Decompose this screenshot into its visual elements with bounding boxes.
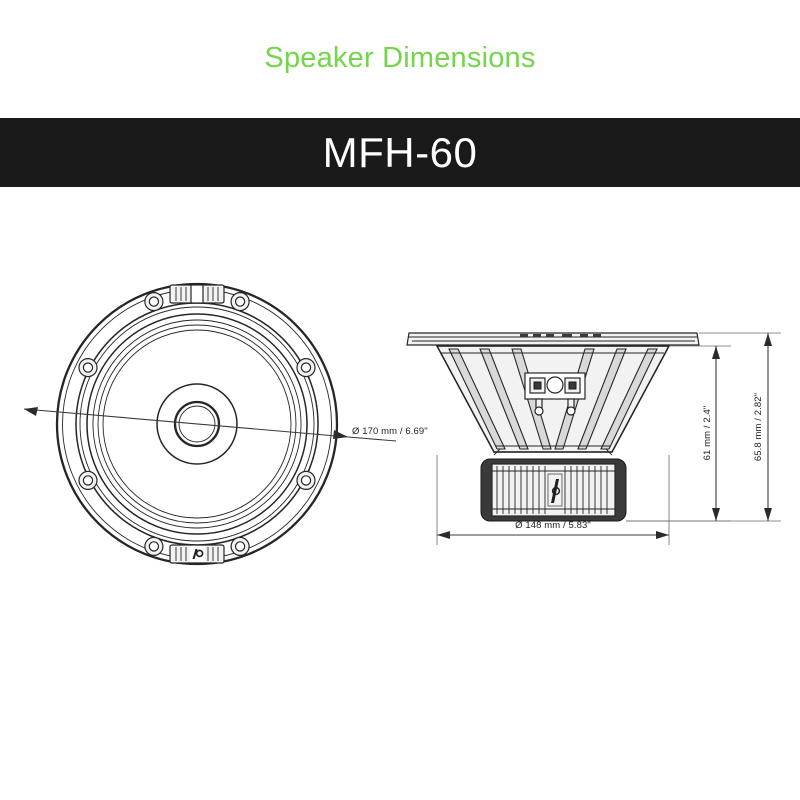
side-width-label: Ø 148 mm / 5.83"	[515, 520, 591, 531]
side-view: Ø 148 mm / 5.83" 61 mm / 2.4"	[406, 332, 781, 545]
front-mounting-holes	[78, 291, 316, 556]
brand-logo-front-icon	[190, 546, 205, 562]
front-diameter-label: Ø 170 mm / 6.69"	[352, 426, 428, 437]
side-height-outer-label: 65.8 mm / 2.82"	[753, 393, 764, 461]
side-terminal-block	[524, 372, 586, 416]
technical-drawing: Ø 170 mm / 6.69"	[0, 187, 800, 800]
side-magnet-assembly	[480, 448, 627, 522]
mounting-hole	[230, 536, 250, 556]
side-height-inner-label: 61 mm / 2.4"	[702, 406, 713, 461]
brand-logo-magnet-icon	[547, 473, 563, 507]
model-banner: MFH-60	[0, 118, 800, 187]
side-top-flange	[406, 332, 700, 346]
front-ribbed-tab-top	[169, 284, 225, 304]
mounting-hole	[144, 536, 164, 556]
mounting-hole	[230, 291, 250, 312]
front-diameter-leader	[23, 407, 397, 442]
side-height-outer-dimension: 65.8 mm / 2.82"	[626, 332, 781, 522]
front-cone-rings	[86, 313, 308, 535]
page-title: Speaker Dimensions	[264, 42, 536, 74]
front-ribbed-tab-bottom	[169, 544, 225, 564]
model-name: MFH-60	[322, 128, 478, 176]
side-width-dimension: Ø 148 mm / 5.83"	[436, 455, 670, 545]
mounting-hole	[78, 470, 98, 490]
mounting-hole	[296, 358, 316, 378]
mounting-hole	[78, 358, 98, 378]
mounting-hole	[296, 470, 316, 490]
front-dust-cap	[156, 383, 238, 465]
mounting-hole	[144, 291, 164, 312]
magnet-fins	[496, 466, 608, 514]
front-view: Ø 170 mm / 6.69"	[23, 282, 428, 566]
